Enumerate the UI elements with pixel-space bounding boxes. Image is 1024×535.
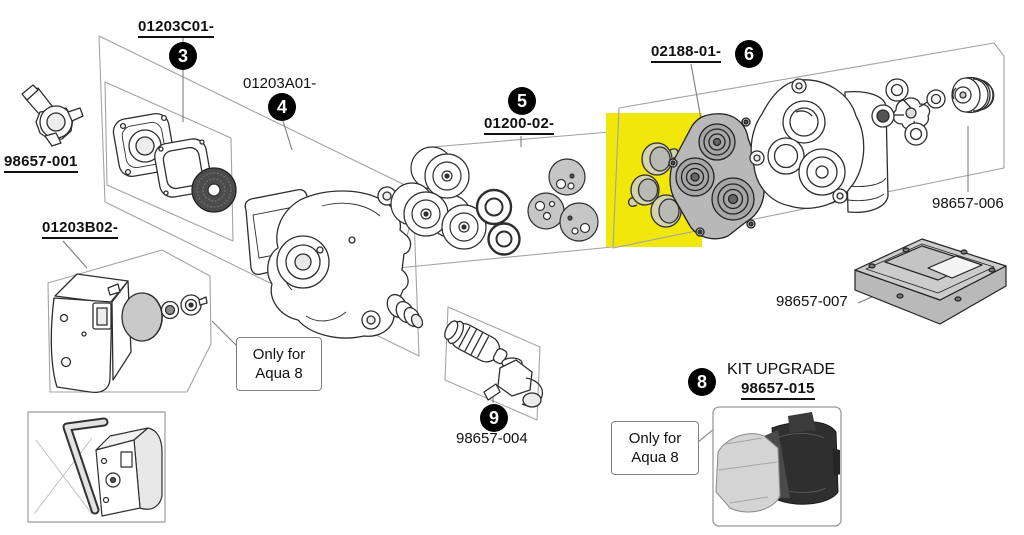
sheet-valve-kit <box>612 42 1005 249</box>
pump-head-drawing <box>749 78 889 214</box>
valve-housing-drawing <box>668 113 765 240</box>
note-line2: Aqua 8 <box>631 449 679 466</box>
upgrade-kit-photo <box>712 406 842 527</box>
part-label-cam-bearing: 98657-006 <box>932 195 1004 212</box>
note-line1: Only for <box>252 346 306 363</box>
callout-9: 9 <box>480 404 508 432</box>
callout-6: 6 <box>735 40 763 68</box>
part-label-base-plate: 98657-007 <box>776 293 848 310</box>
base-plate-drawing <box>854 238 1007 325</box>
part-label-kit3: 01203C01- <box>138 19 215 38</box>
kit-upgrade-title: KIT UPGRADE <box>727 361 836 378</box>
callout-4: 4 <box>268 93 296 121</box>
part-label-kit4: 01203A01- <box>243 75 317 92</box>
part-label-pressure-switch: 01203B02- <box>42 220 119 239</box>
part-label-kit5: 01200-02- <box>484 116 555 135</box>
housing-drawing <box>244 186 424 339</box>
cam-bearing-drawing <box>951 76 995 114</box>
part-label-upgrade-kit: 98657-015 <box>741 381 815 400</box>
wobble-plate-drawing <box>871 78 946 146</box>
part-label-fittings-kit: 98657-004 <box>456 430 528 447</box>
callout-3: 3 <box>169 42 197 70</box>
pressure-switch-drawing <box>50 273 208 394</box>
diaphragm-kit-drawing <box>390 146 599 256</box>
callout-8: 8 <box>688 368 716 396</box>
valve-cups-drawing <box>627 142 688 228</box>
kit3-drawing <box>112 112 237 213</box>
note-only-for-aqua8-kit: Only for Aqua 8 <box>611 421 699 475</box>
part-label-kit6: 02188-01- <box>651 44 722 63</box>
note-only-for-aqua8-left: Only for Aqua 8 <box>236 337 322 391</box>
note-line1: Only for <box>628 430 682 447</box>
inlet-fitting-drawing <box>21 84 84 147</box>
part-label-inlet-fitting: 98657-001 <box>4 154 78 173</box>
callout-5: 5 <box>508 87 536 115</box>
install-note-drawing <box>27 411 166 523</box>
note-line2: Aqua 8 <box>255 365 303 382</box>
fittings-kit-drawing <box>444 320 544 408</box>
